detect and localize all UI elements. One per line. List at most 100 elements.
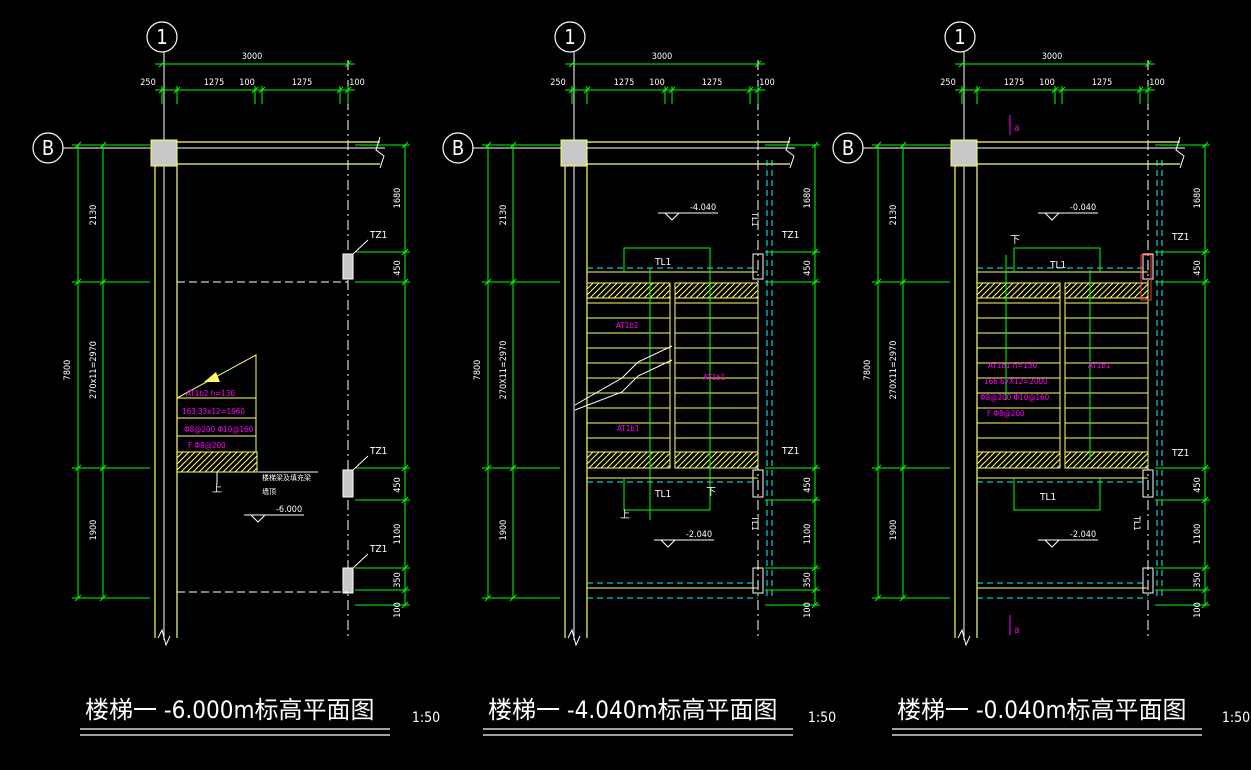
hatch-line (712, 452, 730, 468)
hatch-line (252, 467, 257, 472)
hatch-line (1026, 452, 1044, 468)
dim-tick (811, 464, 819, 472)
dim-text: 270x11=2970 (89, 341, 99, 399)
dim-text: 450 (393, 260, 403, 275)
note-text: 楼梯梁及填充梁 (262, 473, 311, 482)
hatch-line (228, 452, 250, 472)
break-mark (157, 628, 171, 647)
cut-line (574, 359, 673, 411)
hatch-line (1039, 283, 1056, 298)
hatch-line (198, 452, 220, 472)
dim-text: 1275 (614, 78, 635, 88)
flight-outline (176, 354, 257, 453)
dim-tick (99, 278, 107, 286)
axis-bubble-1-circle (146, 21, 178, 53)
dim-tick (874, 464, 882, 472)
dim-text: 450 (1193, 260, 1203, 275)
stair-note: Φ8@200 Φ10@160 (184, 425, 254, 434)
hatch-line (1121, 283, 1138, 298)
hatch-line (748, 458, 758, 468)
column-tz1 (1142, 469, 1154, 498)
scale-label: 1:50 (808, 710, 836, 726)
hatch-line (587, 452, 594, 459)
dim-tick (1201, 278, 1209, 286)
hatch-line (186, 452, 208, 472)
hatch-line (730, 452, 748, 468)
dim-text: 250 (940, 78, 955, 88)
hatch-line (1120, 452, 1138, 468)
hatch-line (1027, 283, 1044, 298)
dim-tick (401, 601, 409, 609)
down-arrow-label: 下 (706, 487, 716, 498)
hatch-line (700, 452, 718, 468)
dim-tick (811, 564, 819, 572)
elev-triangle (1044, 539, 1060, 548)
scale-label: 1:50 (1222, 710, 1250, 726)
dim-tick (958, 60, 966, 68)
tl1-outline (1013, 247, 1101, 272)
landing-hatch (977, 452, 1085, 468)
hatch-line (1151, 452, 1167, 468)
tl1-outline (1013, 478, 1101, 511)
stair-note: AT1b1 (703, 373, 725, 382)
dim-tick (1201, 601, 1209, 609)
hatch-line (985, 283, 1002, 298)
dim-tick (874, 141, 882, 149)
scale-label: 1:50 (412, 710, 440, 726)
dim-tick (74, 464, 82, 472)
dim-text: 100 (1193, 602, 1203, 617)
hatch-line (719, 283, 736, 298)
hatch-line (1085, 283, 1102, 298)
dim-tick (74, 278, 82, 286)
elev-triangle (660, 539, 676, 548)
dim-tick (899, 141, 907, 149)
dim-tick (1201, 586, 1209, 594)
axis-bubble-b-label: B (42, 136, 54, 160)
hatch-line (1152, 283, 1167, 298)
hatch-line (743, 283, 758, 298)
hatch-line (642, 452, 660, 468)
hatch-line (991, 283, 1008, 298)
hatch-line (695, 283, 712, 298)
dim-tick (401, 248, 409, 256)
landing-hatch (1065, 283, 1167, 298)
hatch-line (1050, 458, 1060, 468)
hatch-line (1069, 452, 1085, 468)
hatch-line (1014, 452, 1032, 468)
member-tag: TZ1 (1171, 448, 1189, 459)
dim-text: 2130 (889, 205, 899, 226)
up-arrow-label: 上 (212, 483, 222, 495)
hatch-line (768, 283, 783, 298)
hatch-line (1115, 283, 1132, 298)
corner-column (150, 139, 178, 167)
member-tag: TL1 (654, 257, 671, 268)
dim-text: 3000 (1042, 52, 1063, 62)
dim-tick (1201, 248, 1209, 256)
hatch-line (1126, 452, 1144, 468)
hatch-line (1065, 452, 1078, 465)
hatch-line (694, 452, 712, 468)
hatch-line (742, 452, 758, 468)
dim-text: 270X11=2970 (889, 341, 899, 400)
stair-note: F Φ8@200 (188, 441, 226, 450)
stair-note: Φ8@200 Φ10@160 (980, 393, 1050, 402)
dim-tick (1144, 60, 1152, 68)
dim-text: 1680 (393, 188, 403, 209)
dim-text: 1100 (1193, 524, 1203, 545)
hatch-line (977, 452, 984, 459)
hatch-line (625, 283, 642, 298)
hatch-line (713, 283, 730, 298)
dim-text: 1275 (204, 78, 225, 88)
dim-tick (899, 464, 907, 472)
hatch-line (675, 283, 688, 296)
hatch-line (1078, 452, 1096, 468)
hatch-line (630, 452, 648, 468)
hatch-line (648, 452, 666, 468)
cut-line (574, 345, 673, 406)
corner-column (950, 139, 978, 167)
hatch-line (587, 452, 588, 453)
dim-tick (811, 141, 819, 149)
stair-note: 166.67X12=2000 (984, 377, 1048, 386)
